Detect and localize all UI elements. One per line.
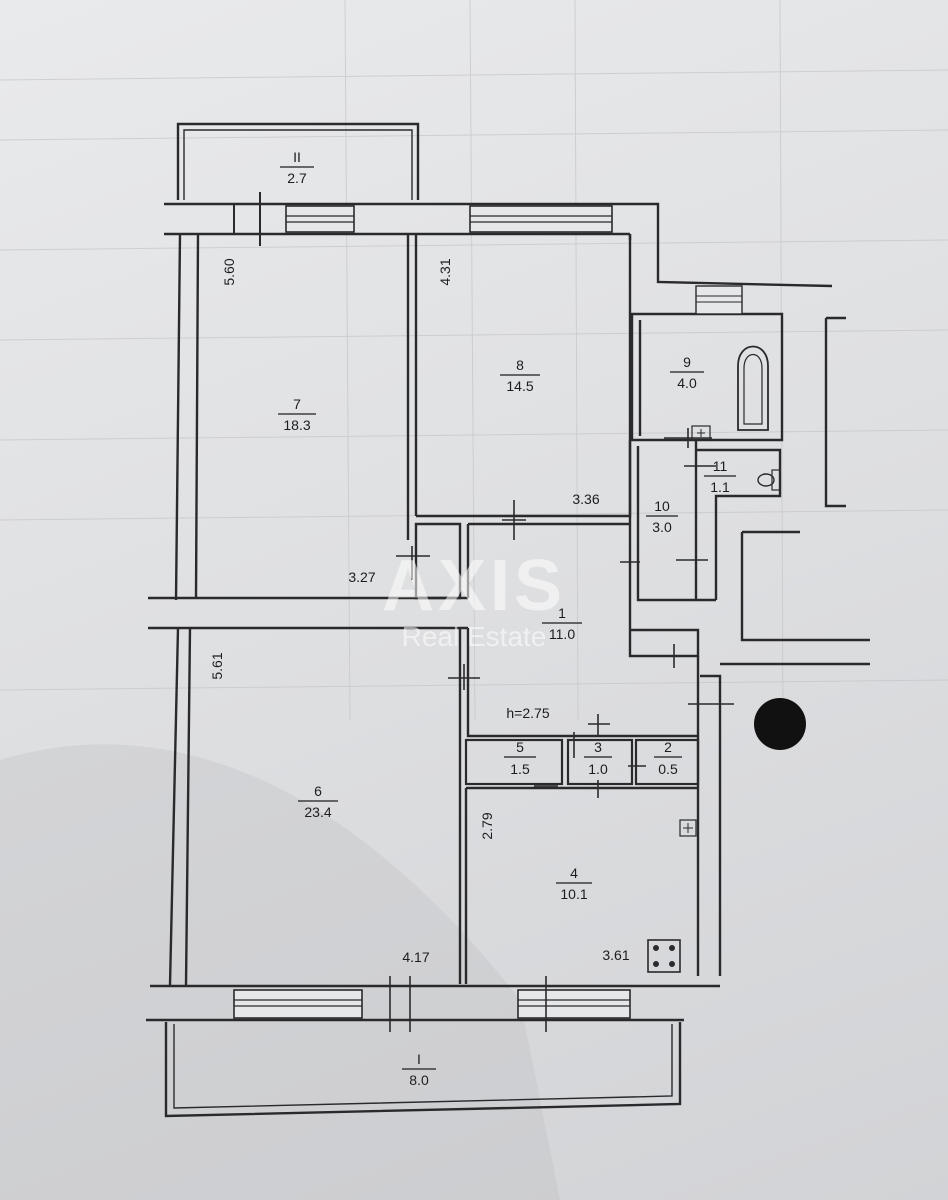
redaction-mark [754, 698, 806, 750]
room-label-5: 5 1.5 [504, 739, 536, 777]
dim-room6-depth: 5.61 [209, 652, 225, 679]
room-number-10: 10 [654, 498, 670, 514]
room-label-6: 6 23.4 [298, 783, 338, 820]
dim-room4-depth: 2.79 [479, 812, 495, 839]
dim-room4-width: 3.61 [602, 947, 629, 963]
room-label-8: 8 14.5 [500, 357, 540, 394]
balcony-area-II: 2.7 [287, 170, 307, 186]
room-label-1: 1 11.0 [542, 605, 582, 642]
room-label-2: 2 0.5 [654, 739, 682, 777]
watermark-sub: Real Estate [402, 621, 547, 652]
watermark-brand: AXIS [382, 546, 566, 626]
room-number-6: 6 [314, 783, 322, 799]
room-label-4: 4 10.1 [556, 865, 592, 902]
room-area-11: 1.1 [710, 479, 730, 495]
room-label-11: 11 1.1 [704, 458, 736, 495]
room-area-4: 10.1 [560, 886, 587, 902]
dim-room6-width: 4.17 [402, 949, 429, 965]
room-area-6: 23.4 [304, 804, 331, 820]
room-area-3: 1.0 [588, 761, 608, 777]
room-label-3: 3 1.0 [584, 739, 612, 777]
room-number-2: 2 [664, 739, 672, 755]
walls [146, 122, 870, 1118]
room-label-7: 7 18.3 [278, 396, 316, 433]
dim-room7-width: 3.27 [348, 569, 375, 585]
balcony-label-II: II 2.7 [280, 149, 314, 186]
ceiling-height: h=2.75 [506, 705, 549, 721]
door-marks [389, 428, 734, 1032]
dim-room7-depth: 5.60 [221, 258, 237, 285]
room-number-3: 3 [594, 739, 602, 755]
balcony-number-I: I [417, 1051, 421, 1067]
room-number-9: 9 [683, 354, 691, 370]
room-area-5: 1.5 [510, 761, 530, 777]
balcony-area-I: 8.0 [409, 1072, 429, 1088]
room-label-9: 9 4.0 [670, 354, 704, 391]
room-number-5: 5 [516, 739, 524, 755]
room-number-11: 11 [713, 458, 728, 474]
room-area-8: 14.5 [506, 378, 533, 394]
room-area-1: 11.0 [549, 626, 575, 642]
balcony-number-II: II [293, 149, 301, 165]
room-area-2: 0.5 [658, 761, 678, 777]
dim-room8-depth: 4.31 [437, 258, 453, 285]
balcony-label-I: I 8.0 [402, 1051, 436, 1088]
room-number-4: 4 [570, 865, 578, 881]
room-label-10: 10 3.0 [646, 498, 678, 535]
room-area-7: 18.3 [283, 417, 310, 433]
dim-room8-width: 3.36 [572, 491, 599, 507]
room-area-9: 4.0 [677, 375, 697, 391]
room-number-7: 7 [293, 396, 301, 412]
room-number-1: 1 [558, 605, 566, 621]
room-number-8: 8 [516, 357, 524, 373]
room-area-10: 3.0 [652, 519, 672, 535]
